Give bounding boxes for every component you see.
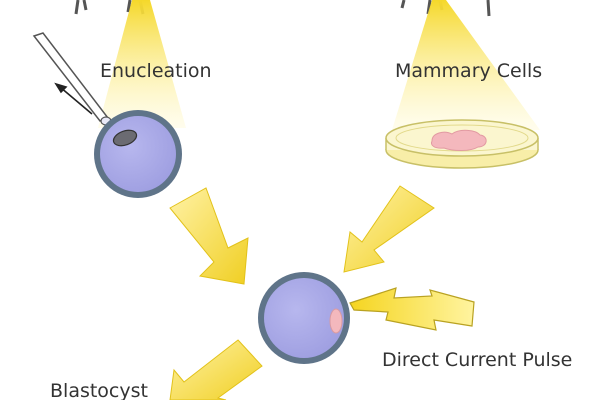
label-direct-current-pulse: Direct Current Pulse xyxy=(382,349,572,371)
fused-cell xyxy=(258,272,350,364)
arrow-right-to-fusion xyxy=(343,185,435,273)
beam-right xyxy=(392,0,540,130)
lightning-bolt-icon xyxy=(349,287,475,331)
arrow-left-to-fusion xyxy=(169,187,249,285)
petri-dish-icon xyxy=(385,119,539,169)
egg-cell xyxy=(94,110,182,198)
extraction-arrow-icon xyxy=(54,82,93,115)
label-blastocyst: Blastocyst xyxy=(50,380,148,400)
label-mammary-cells: Mammary Cells xyxy=(395,60,542,82)
mammary-cells-blob xyxy=(431,129,487,151)
arrow-to-blastocyst xyxy=(169,339,263,400)
label-enucleation: Enucleation xyxy=(100,60,212,82)
beam-left xyxy=(98,0,186,128)
